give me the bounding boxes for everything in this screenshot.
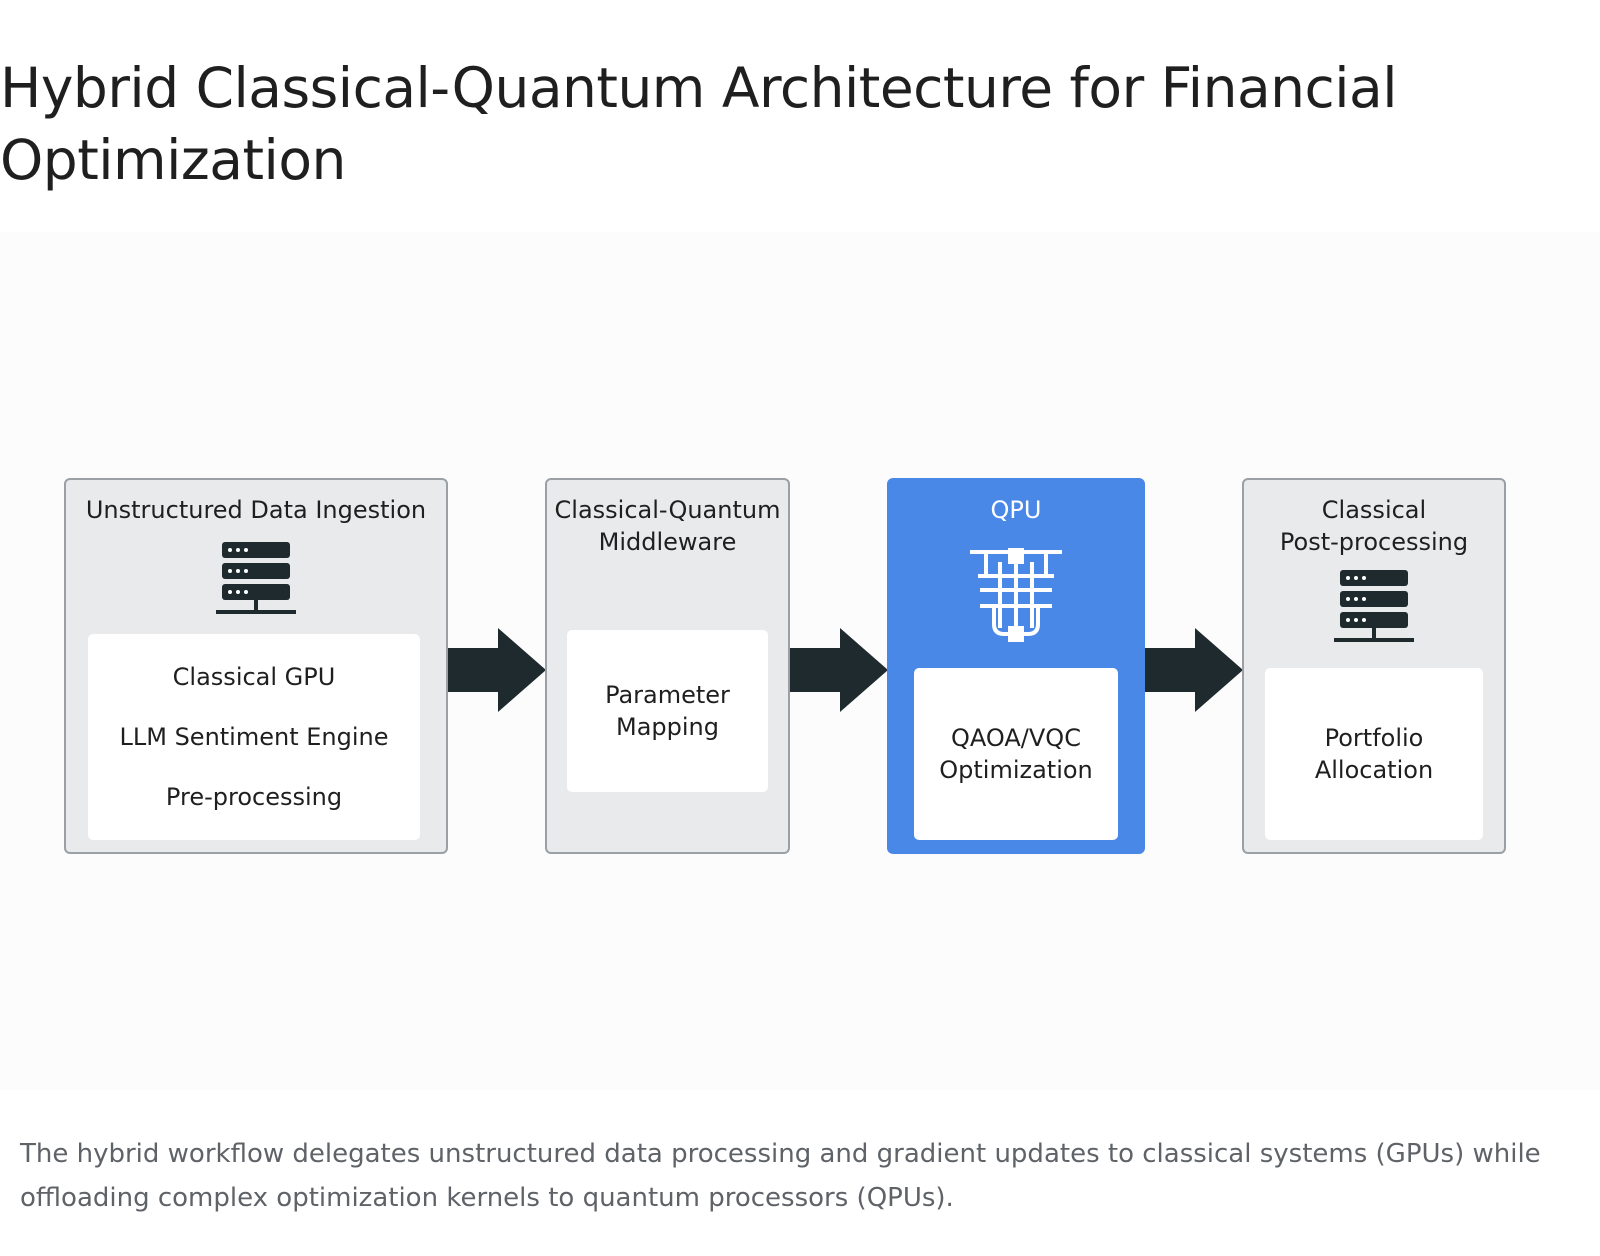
stage-middleware: Classical-Quantum Middleware Parameter M… <box>545 478 790 854</box>
stage-title-line: Classical Post-processing <box>1279 496 1469 556</box>
stage-qpu: QPU QAOA/VQC Optimization <box>887 478 1145 854</box>
inner-label: Classical GPU <box>172 663 336 691</box>
stage-inner-box: Portfolio Allocation <box>1265 668 1483 840</box>
stage-title-line: Classical-Quantum Middleware <box>554 496 781 556</box>
stage-title: Unstructured Data Ingestion <box>85 496 427 524</box>
architecture-diagram: Unstructured Data Ingestion Classical GP… <box>0 232 1600 1090</box>
inner-label: Optimization <box>939 756 1093 784</box>
stage-inner-box: QAOA/VQC Optimization <box>914 668 1118 840</box>
stage-title: QPU <box>990 496 1042 524</box>
inner-label: LLM Sentiment Engine <box>119 723 389 751</box>
server-rack-icon <box>216 542 296 614</box>
inner-label: Parameter <box>605 681 730 709</box>
stage-post-processing: Classical Post-processing Portfolio Allo… <box>1242 478 1506 854</box>
figure-caption: The hybrid workflow delegates unstructur… <box>20 1139 1541 1213</box>
inner-label: Allocation <box>1314 756 1434 784</box>
flow-arrow <box>1145 628 1243 712</box>
page-title: Hybrid Classical-Quantum Architecture fo… <box>0 56 1398 192</box>
flow-arrow <box>448 628 546 712</box>
quantum-chip-icon <box>970 548 1062 642</box>
inner-label: QAOA/VQC <box>951 724 1081 752</box>
flow-arrow <box>790 628 888 712</box>
inner-label: Portfolio <box>1324 724 1424 752</box>
stage-data-ingestion: Unstructured Data Ingestion Classical GP… <box>64 478 448 854</box>
inner-label: Mapping <box>616 713 719 741</box>
server-rack-icon <box>1334 570 1414 642</box>
stage-inner-box: Parameter Mapping <box>567 630 768 792</box>
stage-title: Classical-Quantum Middleware <box>547 494 788 558</box>
stage-title: Classical Post-processing <box>1244 494 1504 558</box>
inner-label: Pre-processing <box>165 783 343 811</box>
stage-inner-box: Classical GPU LLM Sentiment Engine Pre-p… <box>88 634 420 840</box>
